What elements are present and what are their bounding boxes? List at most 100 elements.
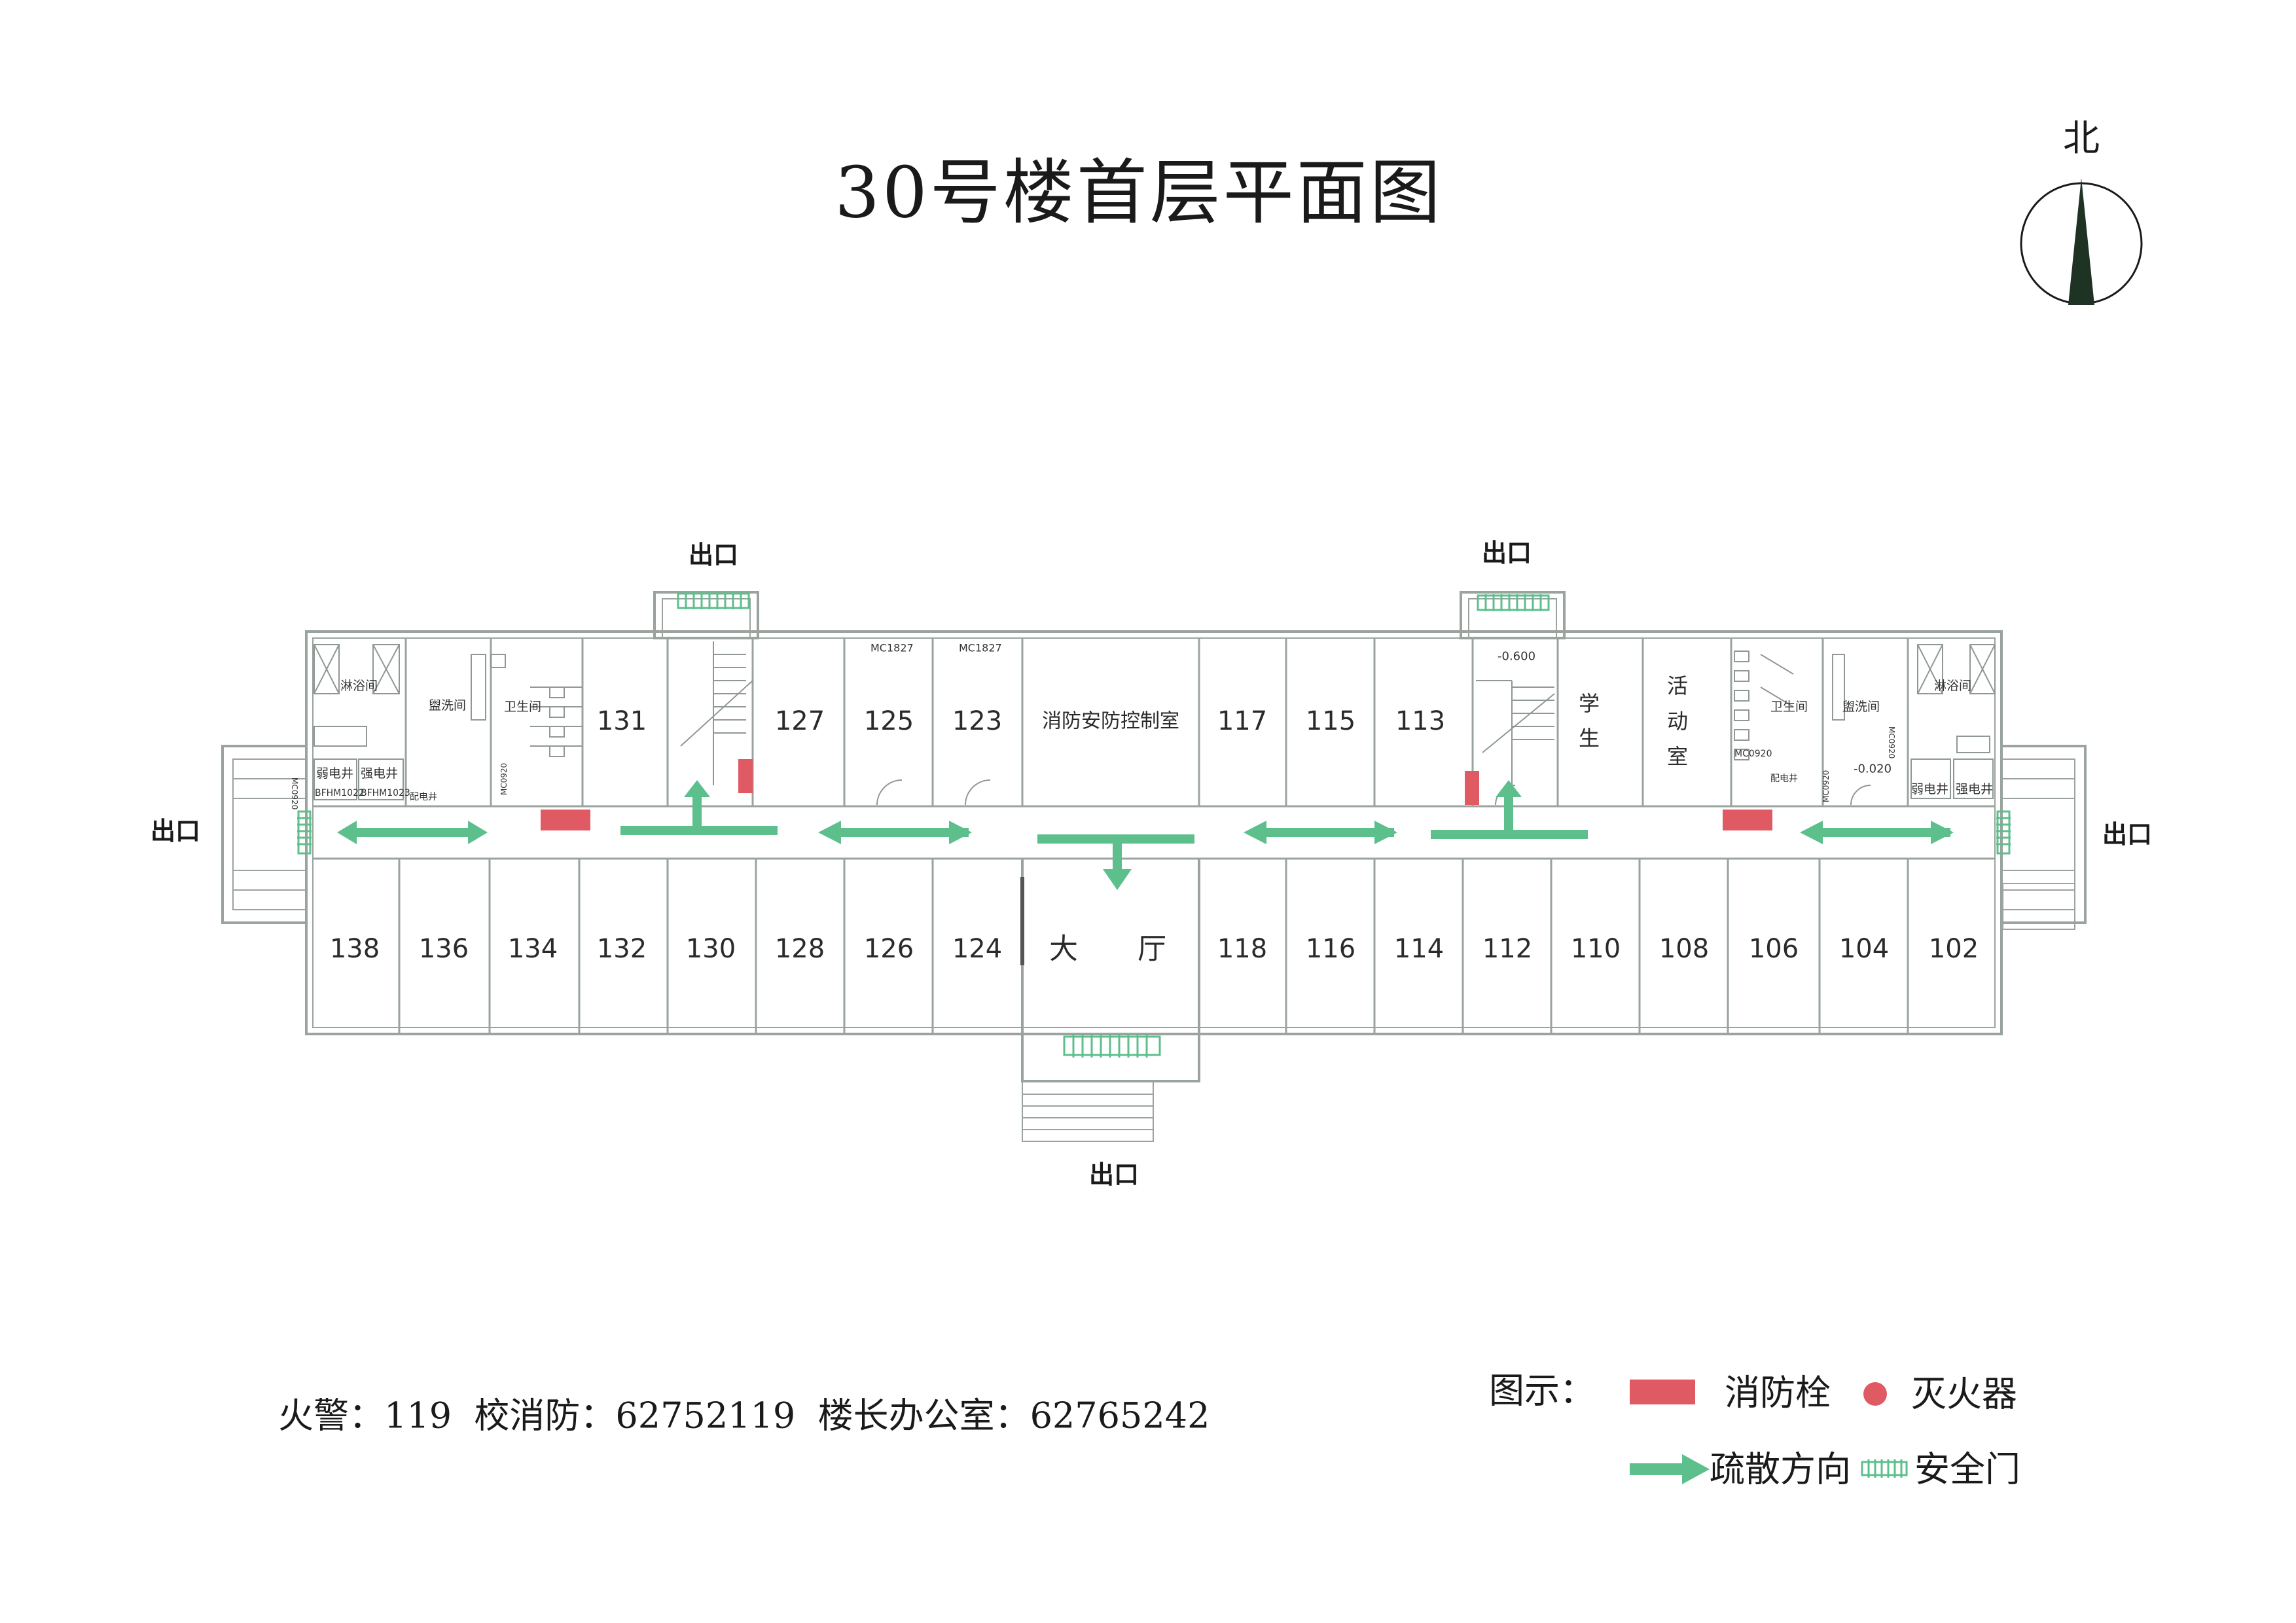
label-shower-west: 淋浴间	[340, 679, 378, 693]
label-toilet-west: 卫生间	[504, 700, 541, 714]
label-door-w2: BFHM1023	[361, 788, 410, 798]
legend-title: 图示：	[1489, 1370, 1595, 1412]
room-104: 104	[1839, 934, 1889, 964]
label-elev-2: -0.020	[1854, 762, 1892, 776]
room-131: 131	[597, 706, 647, 736]
legend-safety-door-label: 安全门	[1914, 1449, 2020, 1490]
legend-safety-door-icon	[1861, 1459, 1908, 1478]
hall-char-1: 大	[1049, 933, 1078, 966]
t-arrow-center	[1037, 834, 1194, 890]
t-arrow-right	[1431, 780, 1588, 839]
double-arrow-1	[337, 821, 488, 844]
exit-north-left: 出口	[689, 541, 738, 569]
north-partitions	[404, 638, 1909, 806]
room-113: 113	[1395, 706, 1445, 736]
hydrant	[1723, 810, 1772, 830]
label-box-east: 配电井	[1770, 774, 1798, 784]
double-arrow-2	[818, 821, 972, 844]
label-wash-west: 盥洗间	[429, 698, 466, 713]
hydrant	[738, 759, 753, 793]
activity-char-3: 室	[1667, 744, 1688, 769]
room-138: 138	[330, 934, 380, 964]
room-130: 130	[686, 934, 736, 964]
legend-extinguisher-dot	[1863, 1382, 1887, 1406]
label-wash-east: 盥洗间	[1842, 700, 1880, 714]
label-door-e1: MC0920	[1734, 749, 1772, 759]
room-102: 102	[1929, 934, 1979, 964]
label-mc2: MC1827	[959, 642, 1002, 654]
safety-door-south	[1063, 1034, 1161, 1058]
label-toilet-east: 卫生间	[1770, 700, 1808, 714]
hydrant	[541, 810, 590, 830]
label-door-e3: MC0920	[1887, 726, 1896, 758]
exit-west: 出口	[151, 817, 200, 846]
contact-numbers: 火警：119 校消防：62752119 楼长办公室：62765242	[278, 1395, 1210, 1436]
service-details	[314, 644, 1996, 806]
stairs	[680, 641, 1555, 785]
room-127: 127	[775, 706, 825, 736]
safety-door-north-right	[1477, 594, 1550, 611]
north-arrow-icon	[2068, 178, 2094, 305]
north-room-labels: 131 127 125 123 消防安防控制室 117 115 113	[597, 706, 1445, 736]
label-box-west: 配电井	[410, 792, 437, 802]
label-door-e2: MC0920	[1821, 770, 1831, 802]
label-door-w4: MC0920	[290, 777, 299, 810]
label-weak-east: 弱电井	[1911, 782, 1948, 796]
room-132: 132	[597, 934, 647, 964]
room-112: 112	[1482, 934, 1532, 964]
room-116: 116	[1306, 934, 1355, 964]
exit-north-right: 出口	[1482, 539, 1532, 567]
north-label: 北	[2063, 118, 2100, 160]
hydrant	[1465, 771, 1479, 805]
hall-char-2: 厅	[1138, 933, 1166, 966]
label-weak-west: 弱电井	[316, 766, 353, 781]
north-compass: 北	[2020, 118, 2143, 305]
south-room-labels: 138 136 134 132 130 128 126 124 118 116 …	[330, 934, 1979, 964]
legend-arrow-icon	[1630, 1454, 1710, 1484]
label-strong-east: 强电井	[1956, 782, 1993, 796]
room-fire-control: 消防安防控制室	[1042, 710, 1179, 733]
room-126: 126	[864, 934, 914, 964]
legend-extinguisher-label: 灭火器	[1911, 1374, 2017, 1415]
room-123: 123	[952, 706, 1002, 736]
exit-labels: 出口 出口 出口 出口 出口	[151, 539, 2152, 1189]
t-arrow-left	[620, 780, 778, 835]
room-118: 118	[1217, 934, 1267, 964]
legend-hydrant-label: 消防栓	[1725, 1372, 1831, 1414]
legend-hydrant-swatch	[1630, 1380, 1695, 1404]
student-char-2: 生	[1579, 726, 1600, 751]
safety-doors	[297, 592, 2011, 1058]
room-activity: 活 动 室	[1667, 673, 1688, 769]
room-106: 106	[1749, 934, 1799, 964]
room-136: 136	[419, 934, 469, 964]
exit-east: 出口	[2102, 820, 2152, 849]
label-door-w1: BFHM1022	[315, 788, 365, 798]
fire-hydrants	[541, 759, 1772, 830]
room-110: 110	[1571, 934, 1621, 964]
exit-south: 出口	[1089, 1160, 1139, 1189]
room-124: 124	[952, 934, 1002, 964]
student-char-1: 学	[1579, 691, 1600, 716]
evacuation-arrows	[337, 780, 1954, 890]
safety-door-west	[297, 810, 312, 855]
room-114: 114	[1394, 934, 1444, 964]
label-mc1: MC1827	[870, 642, 914, 654]
label-elev-1: -0.600	[1498, 650, 1535, 664]
service-labels: 淋浴间 盥洗间 卫生间 弱电井 强电井 BFHM1022 BFHM1023 配电…	[290, 642, 1993, 810]
double-arrow-3	[1244, 821, 1397, 844]
legend-evacuation-label: 疏散方向	[1710, 1449, 1851, 1490]
label-door-w3: MC0920	[499, 763, 509, 795]
activity-char-2: 动	[1667, 709, 1688, 734]
safety-door-north-left	[677, 592, 750, 609]
label-strong-west: 强电井	[361, 766, 398, 781]
page-title: 30号楼首层平面图	[834, 152, 1443, 234]
south-partitions	[398, 859, 1909, 1034]
legend: 图示： 消防栓 灭火器 疏散方向 安全门	[1489, 1370, 2020, 1490]
double-arrow-4	[1800, 821, 1954, 844]
safety-door-east	[1996, 810, 2011, 855]
room-student: 学 生	[1579, 691, 1600, 751]
activity-char-1: 活	[1667, 673, 1688, 698]
room-hall: 大 厅	[1049, 933, 1166, 966]
room-108: 108	[1659, 934, 1709, 964]
